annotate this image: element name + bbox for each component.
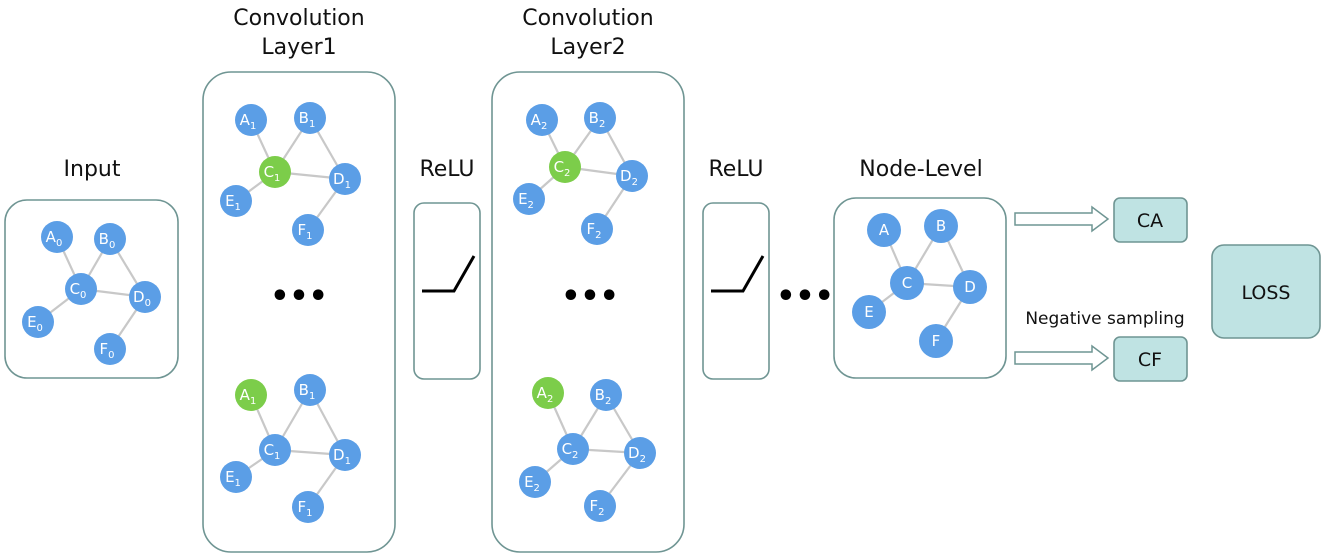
conv2-ellipsis: ••• — [561, 279, 619, 314]
ca-label: CA — [1137, 210, 1163, 232]
graph-node-label: D — [964, 278, 976, 296]
conv2-title-line1: Convolution — [522, 6, 653, 31]
graph-node — [94, 223, 126, 255]
relu1-curve-icon — [422, 255, 476, 293]
relu1-title: ReLU — [419, 157, 474, 182]
conv1-title-line1: Convolution — [233, 6, 364, 31]
between-ellipsis: ••• — [776, 279, 834, 314]
conv1-ellipsis: ••• — [270, 279, 328, 314]
graph-node — [532, 377, 564, 409]
conv1-title-line2: Layer1 — [261, 35, 336, 60]
loss-box — [1211, 244, 1321, 339]
cf-label: CF — [1138, 349, 1162, 371]
graph-node — [41, 221, 73, 253]
graph-node-label: E — [864, 303, 873, 321]
graph-node — [867, 213, 901, 247]
graph-node — [259, 156, 291, 188]
graph-node — [94, 333, 126, 365]
conv2-title-line2: Layer2 — [550, 35, 625, 60]
graph-node-label: F — [932, 332, 941, 350]
graph-node — [259, 434, 291, 466]
graph-node — [292, 214, 324, 246]
graph-node — [852, 295, 886, 329]
relu2-title: ReLU — [708, 157, 763, 182]
cf-box — [1113, 336, 1188, 382]
graph-node — [292, 491, 324, 523]
graph-node — [919, 324, 953, 358]
graph-node — [235, 104, 267, 136]
loss-label: LOSS — [1242, 282, 1291, 304]
graph-node — [329, 439, 361, 471]
graph-node — [220, 461, 252, 493]
graph-node — [890, 266, 924, 300]
graph-node — [557, 433, 589, 465]
graph-node — [22, 306, 54, 338]
graph-node — [519, 466, 551, 498]
node-level-title: Node-Level — [859, 157, 982, 182]
negative-sampling-label: Negative sampling — [1025, 309, 1184, 329]
graph-node — [924, 209, 958, 243]
ca-box — [1113, 197, 1188, 243]
graph-node — [526, 104, 558, 136]
graph-node — [624, 437, 656, 469]
input-title: Input — [64, 157, 121, 182]
graph-node — [953, 270, 987, 304]
graph-node — [549, 151, 581, 183]
arrow-to-cf-icon — [1014, 344, 1110, 372]
graph-node — [129, 281, 161, 313]
graph-node — [584, 490, 616, 522]
graph-node — [235, 379, 267, 411]
graph-node — [329, 163, 361, 195]
graph-node — [513, 183, 545, 215]
graph-node-label: B — [936, 217, 946, 235]
arrow-to-ca-icon — [1014, 205, 1110, 233]
relu2-curve-icon — [711, 255, 765, 293]
graph-node — [294, 374, 326, 406]
node-level-graph: A B C D E F — [852, 209, 987, 358]
graph-node-label: C — [902, 274, 912, 292]
graph-node-label: A — [879, 221, 890, 239]
graph-node — [220, 185, 252, 217]
graph-node — [590, 379, 622, 411]
graph-node — [65, 273, 97, 305]
graph-node — [584, 102, 616, 134]
graph-node — [294, 102, 326, 134]
graph-node — [581, 213, 613, 245]
graph-node — [616, 160, 648, 192]
